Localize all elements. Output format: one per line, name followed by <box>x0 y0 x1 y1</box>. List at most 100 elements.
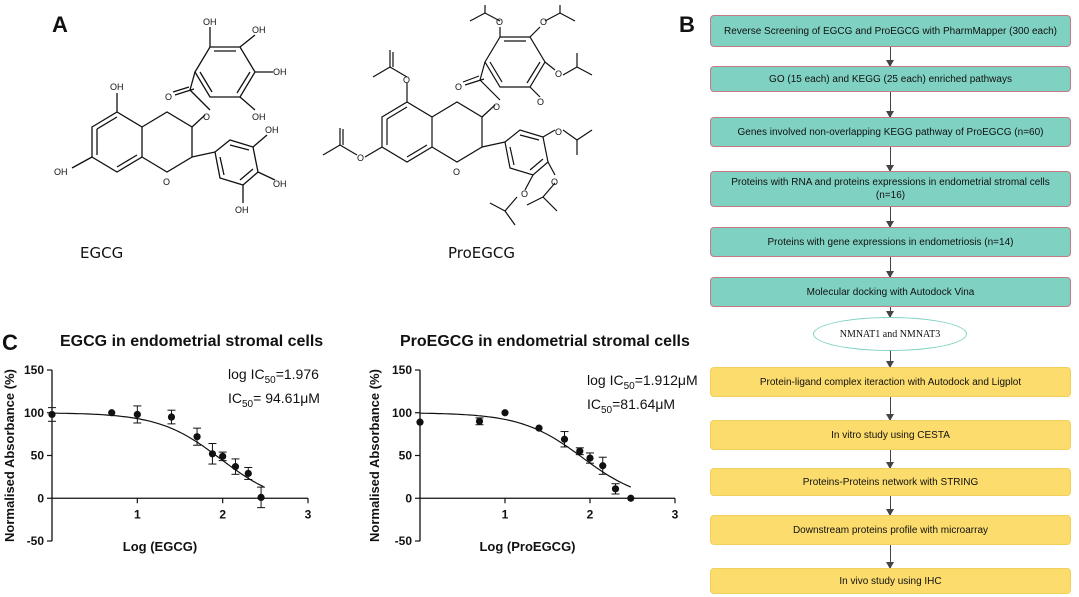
data-point <box>133 410 141 419</box>
flow-step-10: Downstream proteins profile with microar… <box>710 515 1071 545</box>
data-point <box>231 463 240 471</box>
log-ic50-egcg: log IC50=1.976 <box>228 366 319 386</box>
data-point <box>535 424 543 432</box>
o-label: O <box>357 153 364 163</box>
oh-label: OH <box>203 17 217 27</box>
y-axis-label: Normalised Absorbance (%) <box>2 369 17 542</box>
data-point <box>219 452 227 460</box>
oh-label: OH <box>54 167 68 177</box>
oh-label: OH <box>110 82 124 92</box>
data-point <box>108 409 116 417</box>
flow-step-5: Proteins with gene expressions in endome… <box>710 227 1071 257</box>
x-tick-label: 1 <box>134 507 141 521</box>
x-tick-label: 2 <box>587 507 594 521</box>
data-point <box>560 435 569 443</box>
o-label: O <box>555 69 562 79</box>
data-point <box>167 413 176 421</box>
proegcg-label: ProEGCG <box>448 244 515 262</box>
x-tick-label: 3 <box>672 507 679 521</box>
fit-curve <box>420 412 632 488</box>
flow-step-1: Reverse Screening of EGCG and ProEGCG wi… <box>710 15 1071 47</box>
data-point <box>193 433 201 441</box>
oh-label: OH <box>265 125 279 135</box>
o-label: O <box>203 112 210 122</box>
o-label: O <box>165 92 172 102</box>
oh-label: OH <box>273 67 287 77</box>
data-point <box>627 494 635 502</box>
x-tick-label: 2 <box>219 507 226 521</box>
panel-label-c: C <box>2 330 18 355</box>
egcg-structure: OH OH O O O OH OH OH OH OH OH OH <box>54 17 287 215</box>
chart-title-egcg: EGCG in endometrial stromal cells <box>60 333 324 350</box>
flow-arrow <box>886 257 894 278</box>
y-tick-label: -50 <box>395 534 413 548</box>
y-tick-label: 0 <box>37 491 44 505</box>
flow-step-4: Proteins with RNA and proteins expressio… <box>710 171 1071 207</box>
flow-arrow <box>886 307 894 318</box>
y-tick-label: 50 <box>31 449 45 463</box>
log-ic50-proegcg: log IC50=1.912μM <box>587 372 698 392</box>
flow-step-2: GO (15 each) and KEGG (25 each) enriched… <box>710 66 1071 92</box>
o-label: O <box>496 17 503 27</box>
data-point <box>48 410 56 419</box>
y-tick-label: 50 <box>399 449 413 463</box>
flow-arrow <box>886 496 894 516</box>
y-axis-label: Normalised Absorbance (%) <box>367 369 382 542</box>
flow-arrow <box>886 207 894 228</box>
y-tick-label: 100 <box>392 406 412 420</box>
ic50-proegcg: IC50=81.64μM <box>587 396 676 416</box>
flow-step-7: Protein-ligand complex iteraction with A… <box>710 367 1071 397</box>
flow-step-3: Genes involved non-overlapping KEGG path… <box>710 117 1071 147</box>
x-axis-label: Log (EGCG) <box>123 539 197 554</box>
x-tick-label: 1 <box>502 507 509 521</box>
y-tick-label: -50 <box>27 534 45 548</box>
data-point <box>576 447 584 455</box>
egcg-label: EGCG <box>80 244 124 262</box>
flow-step-9: Proteins-Proteins network with STRING <box>710 468 1071 496</box>
flow-step-11: In vivo study using IHC <box>710 568 1071 594</box>
o-label: O <box>555 127 562 137</box>
o-label: O <box>540 17 547 27</box>
data-point <box>257 493 265 501</box>
chart-title-proegcg: ProEGCG in endometrial stromal cells <box>400 333 690 350</box>
oh-label: OH <box>252 112 266 122</box>
o-label: O <box>163 177 170 187</box>
data-point <box>501 409 509 417</box>
flow-arrow <box>886 545 894 569</box>
flow-step-6: Molecular docking with Autodock Vina <box>710 277 1071 307</box>
o-label: O <box>455 82 462 92</box>
flow-arrow <box>886 450 894 469</box>
x-tick-label: 3 <box>305 507 312 521</box>
o-label: O <box>453 167 460 177</box>
flow-arrow <box>886 397 894 421</box>
data-point <box>208 450 217 458</box>
data-point <box>416 418 424 426</box>
panel-label-a: A <box>52 12 68 37</box>
oh-label: OH <box>252 25 266 35</box>
o-label: O <box>537 97 544 107</box>
o-label: O <box>493 102 500 112</box>
y-tick-label: 100 <box>24 406 44 420</box>
data-point <box>611 485 620 493</box>
data-point <box>244 469 252 478</box>
o-label: O <box>551 177 558 187</box>
y-tick-label: 150 <box>392 363 412 377</box>
flow-arrow <box>886 92 894 118</box>
x-axis-label: Log (ProEGCG) <box>479 539 575 554</box>
flow-arrow <box>886 147 894 172</box>
flow-step-8: In vitro study using CESTA <box>710 420 1071 450</box>
y-tick-label: 0 <box>405 491 412 505</box>
panel-label-b: B <box>679 12 695 37</box>
oh-label: OH <box>235 205 249 215</box>
y-tick-label: 150 <box>24 363 44 377</box>
target-proteins-oval: NMNAT1 and NMNAT3 <box>813 317 967 351</box>
proegcg-structure: O O O O O O O O O O O O <box>322 5 593 226</box>
fit-curve <box>51 412 264 488</box>
data-point <box>475 417 484 425</box>
o-label: O <box>403 75 410 85</box>
ic50-egcg: IC50= 94.61μM <box>228 390 320 410</box>
data-point <box>599 462 607 470</box>
flow-arrow <box>886 47 894 67</box>
